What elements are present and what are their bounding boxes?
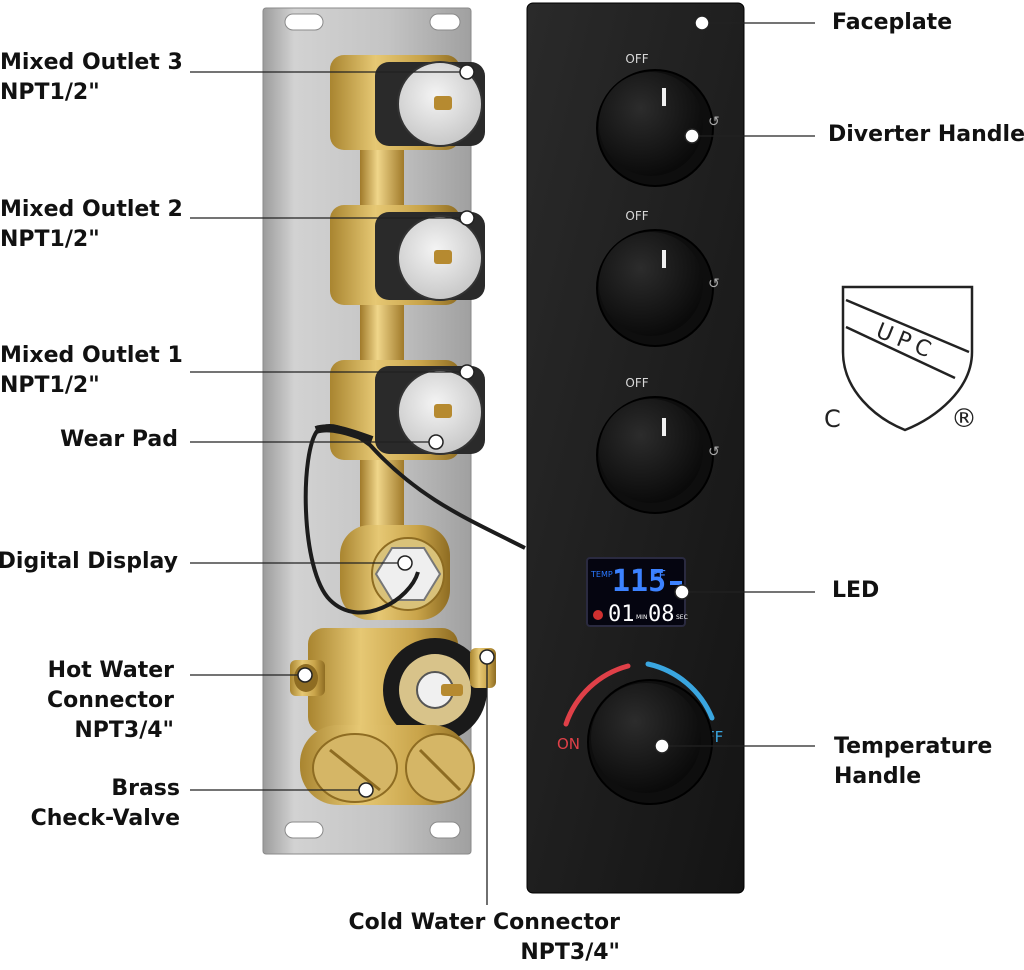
- label-temperature-line1: Temperature: [834, 734, 993, 759]
- label-temperature-handle: Temperature Handle: [834, 732, 992, 792]
- label-cold-water-line1: Cold Water Connector: [348, 910, 620, 935]
- label-mixed-outlet-1: Mixed Outlet 1 NPT1/2": [0, 341, 183, 401]
- diverter-knob-1[interactable]: OFF ↺: [596, 52, 720, 187]
- label-hot-water-line1: Hot Water: [47, 658, 174, 683]
- upc-certification-mark: UPC C ®: [824, 285, 977, 434]
- svg-text:↺: ↺: [708, 114, 720, 130]
- svg-text:↺: ↺: [708, 276, 720, 292]
- callout-dots: [297, 15, 710, 798]
- lcd-min-tag: MIN: [636, 614, 647, 621]
- lcd-display: TEMP 115 °F 01 MIN 08 SEC: [586, 557, 688, 627]
- label-temperature-line2: Handle: [834, 764, 922, 789]
- temp-on-label: ON: [557, 735, 580, 753]
- label-brass-line1: Brass: [111, 776, 180, 801]
- label-brass-check-valve: Brass Check-Valve: [31, 774, 180, 834]
- sensor-cable: [303, 424, 526, 615]
- label-mixed-outlet-3: Mixed Outlet 3 NPT1/2": [0, 48, 183, 108]
- temperature-knob[interactable]: ON FF: [557, 661, 723, 805]
- cold-arc: [645, 661, 715, 721]
- lcd-dash: [670, 581, 682, 585]
- label-mixed-outlet-2-line2: NPT1/2": [0, 227, 100, 252]
- knob-1-off-label: OFF: [625, 52, 648, 66]
- mixed-outlet-2: [330, 205, 485, 305]
- lcd-temp-tag: TEMP: [590, 570, 613, 579]
- diverter-knob-3[interactable]: OFF ↺: [596, 376, 720, 514]
- mixing-valve-body: [290, 628, 496, 742]
- diverter-knob-2[interactable]: OFF ↺: [596, 209, 720, 347]
- lcd-temperature: 115: [612, 564, 666, 599]
- lcd-sec-tag: SEC: [676, 614, 688, 621]
- upc-registered-text: ®: [951, 404, 977, 434]
- lcd-indicator-icon: [593, 610, 603, 620]
- label-mixed-outlet-3-line2: NPT1/2": [0, 80, 100, 105]
- mixed-outlet-3: [330, 55, 485, 150]
- label-mixed-outlet-1-line2: NPT1/2": [0, 373, 100, 398]
- lcd-unit: °F: [652, 569, 666, 584]
- cable-connector: [314, 424, 374, 444]
- digital-display-housing: [340, 525, 450, 620]
- label-mixed-outlet-2-line1: Mixed Outlet 2: [0, 197, 183, 222]
- knob-3-off-label: OFF: [625, 376, 648, 390]
- label-mixed-outlet-3-line1: Mixed Outlet 3: [0, 50, 183, 75]
- label-led: LED: [832, 578, 880, 603]
- svg-text:↺: ↺: [708, 444, 720, 460]
- upc-c-text: C: [824, 405, 841, 433]
- brass-check-valves: [300, 725, 475, 805]
- lcd-seconds: 08: [648, 602, 675, 627]
- label-cold-water-connector: Cold Water Connector NPT3/4": [348, 908, 620, 968]
- label-mixed-outlet-1-line1: Mixed Outlet 1: [0, 343, 183, 368]
- label-diverter-handle: Diverter Handle: [828, 122, 1024, 147]
- label-digital-display: Digital Display: [0, 549, 178, 574]
- label-hot-water-line2: Connector: [46, 688, 174, 713]
- label-hot-water-connector: Hot Water Connector NPT3/4": [47, 656, 174, 746]
- knob-2-off-label: OFF: [625, 209, 648, 223]
- label-brass-line2: Check-Valve: [30, 806, 180, 831]
- hot-arc: [563, 663, 631, 727]
- label-hot-water-line3: NPT3/4": [74, 718, 174, 743]
- lcd-minutes: 01: [608, 602, 635, 627]
- brass-pipes: [360, 140, 404, 540]
- leader-lines: [190, 22, 815, 905]
- label-mixed-outlet-2: Mixed Outlet 2 NPT1/2": [0, 195, 183, 255]
- label-wear-pad: Wear Pad: [60, 427, 178, 452]
- label-cold-water-line2: NPT3/4": [520, 940, 620, 965]
- label-faceplate: Faceplate: [832, 10, 953, 35]
